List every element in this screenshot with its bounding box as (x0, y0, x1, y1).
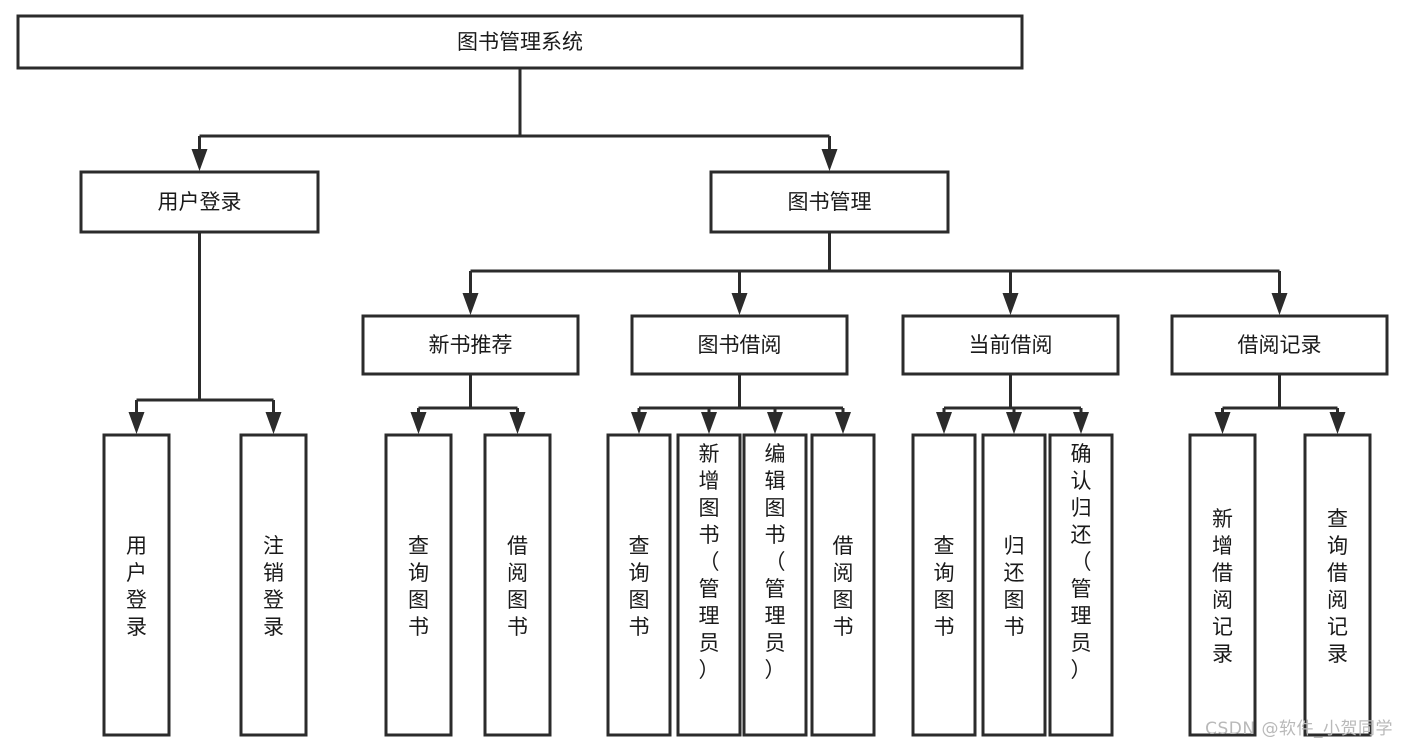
node-box-leaf-query-record[interactable] (1303, 433, 1372, 737)
node-box-new-book-rec[interactable] (361, 314, 580, 376)
node-label-root: 图书管理系统 (457, 30, 583, 54)
node-box-leaf-edit-book[interactable] (742, 433, 808, 737)
connector-root (191, 68, 838, 171)
node-layer: 图书管理系统用户登录图书管理新书推荐图书借阅当前借阅借阅记录用户登录注销登录查询… (16, 14, 1389, 737)
node-box-leaf-query-book-3[interactable] (911, 433, 977, 737)
node-leaf-logout[interactable]: 注销登录 (239, 433, 308, 737)
node-box-borrow-record[interactable] (1170, 314, 1389, 376)
node-leaf-edit-book[interactable]: 编辑图书（管理员） (742, 433, 808, 737)
node-box-root[interactable] (16, 14, 1024, 70)
node-label-book-borrow: 图书借阅 (698, 333, 782, 357)
node-label-leaf-borrow-book-1: 借阅图书 (507, 534, 528, 639)
node-leaf-add-record[interactable]: 新增借阅记录 (1188, 433, 1257, 737)
node-label-leaf-add-book: 新增图书（管理员） (699, 442, 720, 682)
node-label-leaf-add-record: 新增借阅记录 (1212, 507, 1233, 666)
node-box-leaf-add-record[interactable] (1188, 433, 1257, 737)
node-box-user-login[interactable] (79, 170, 320, 234)
node-label-leaf-confirm-return: 确认归还（管理员） (1071, 442, 1092, 682)
node-current-borrow[interactable]: 当前借阅 (901, 314, 1120, 376)
node-box-leaf-query-book-1[interactable] (384, 433, 453, 737)
node-leaf-query-book-3[interactable]: 查询图书 (911, 433, 977, 737)
node-box-leaf-confirm-return[interactable] (1048, 433, 1114, 737)
node-label-leaf-query-book-3: 查询图书 (934, 534, 955, 639)
connector-book-borrow (631, 374, 851, 434)
connector-user-login (128, 232, 282, 434)
node-leaf-return-book[interactable]: 归还图书 (981, 433, 1047, 737)
connector-borrow-record (1214, 374, 1346, 434)
node-box-leaf-user-login[interactable] (102, 433, 171, 737)
node-borrow-record[interactable]: 借阅记录 (1170, 314, 1389, 376)
node-box-leaf-query-book-2[interactable] (606, 433, 672, 737)
node-label-new-book-rec: 新书推荐 (429, 333, 513, 357)
node-new-book-rec[interactable]: 新书推荐 (361, 314, 580, 376)
node-leaf-user-login[interactable]: 用户登录 (102, 433, 171, 737)
node-leaf-query-record[interactable]: 查询借阅记录 (1303, 433, 1372, 737)
node-book-borrow[interactable]: 图书借阅 (630, 314, 849, 376)
node-label-leaf-query-book-2: 查询图书 (629, 534, 650, 639)
connector-layer (128, 68, 1346, 434)
node-label-leaf-edit-book: 编辑图书（管理员） (765, 442, 786, 682)
node-leaf-query-book-2[interactable]: 查询图书 (606, 433, 672, 737)
node-user-login[interactable]: 用户登录 (79, 170, 320, 234)
node-leaf-query-book-1[interactable]: 查询图书 (384, 433, 453, 737)
node-leaf-add-book[interactable]: 新增图书（管理员） (676, 433, 742, 737)
node-label-borrow-record: 借阅记录 (1238, 333, 1322, 357)
node-box-leaf-borrow-book-2[interactable] (810, 433, 876, 737)
node-box-leaf-logout[interactable] (239, 433, 308, 737)
node-label-leaf-query-record: 查询借阅记录 (1327, 507, 1348, 666)
node-box-current-borrow[interactable] (901, 314, 1120, 376)
node-label-leaf-query-book-1: 查询图书 (408, 534, 429, 639)
node-box-leaf-borrow-book-1[interactable] (483, 433, 552, 737)
connector-current-borrow (936, 374, 1089, 434)
node-label-book-manage: 图书管理 (788, 190, 872, 214)
connector-book-manage (462, 232, 1288, 315)
node-label-leaf-return-book: 归还图书 (1004, 534, 1025, 639)
connector-new-book-rec (410, 374, 526, 434)
node-label-leaf-user-login: 用户登录 (126, 534, 147, 639)
node-label-user-login: 用户登录 (158, 190, 242, 214)
node-label-leaf-borrow-book-2: 借阅图书 (833, 534, 854, 639)
node-label-current-borrow: 当前借阅 (969, 333, 1053, 357)
node-leaf-confirm-return[interactable]: 确认归还（管理员） (1048, 433, 1114, 737)
node-book-manage[interactable]: 图书管理 (709, 170, 950, 234)
node-box-leaf-add-book[interactable] (676, 433, 742, 737)
node-leaf-borrow-book-2[interactable]: 借阅图书 (810, 433, 876, 737)
node-box-book-borrow[interactable] (630, 314, 849, 376)
node-box-leaf-return-book[interactable] (981, 433, 1047, 737)
node-label-leaf-logout: 注销登录 (263, 534, 284, 639)
node-box-book-manage[interactable] (709, 170, 950, 234)
node-leaf-borrow-book-1[interactable]: 借阅图书 (483, 433, 552, 737)
node-root[interactable]: 图书管理系统 (16, 14, 1024, 70)
